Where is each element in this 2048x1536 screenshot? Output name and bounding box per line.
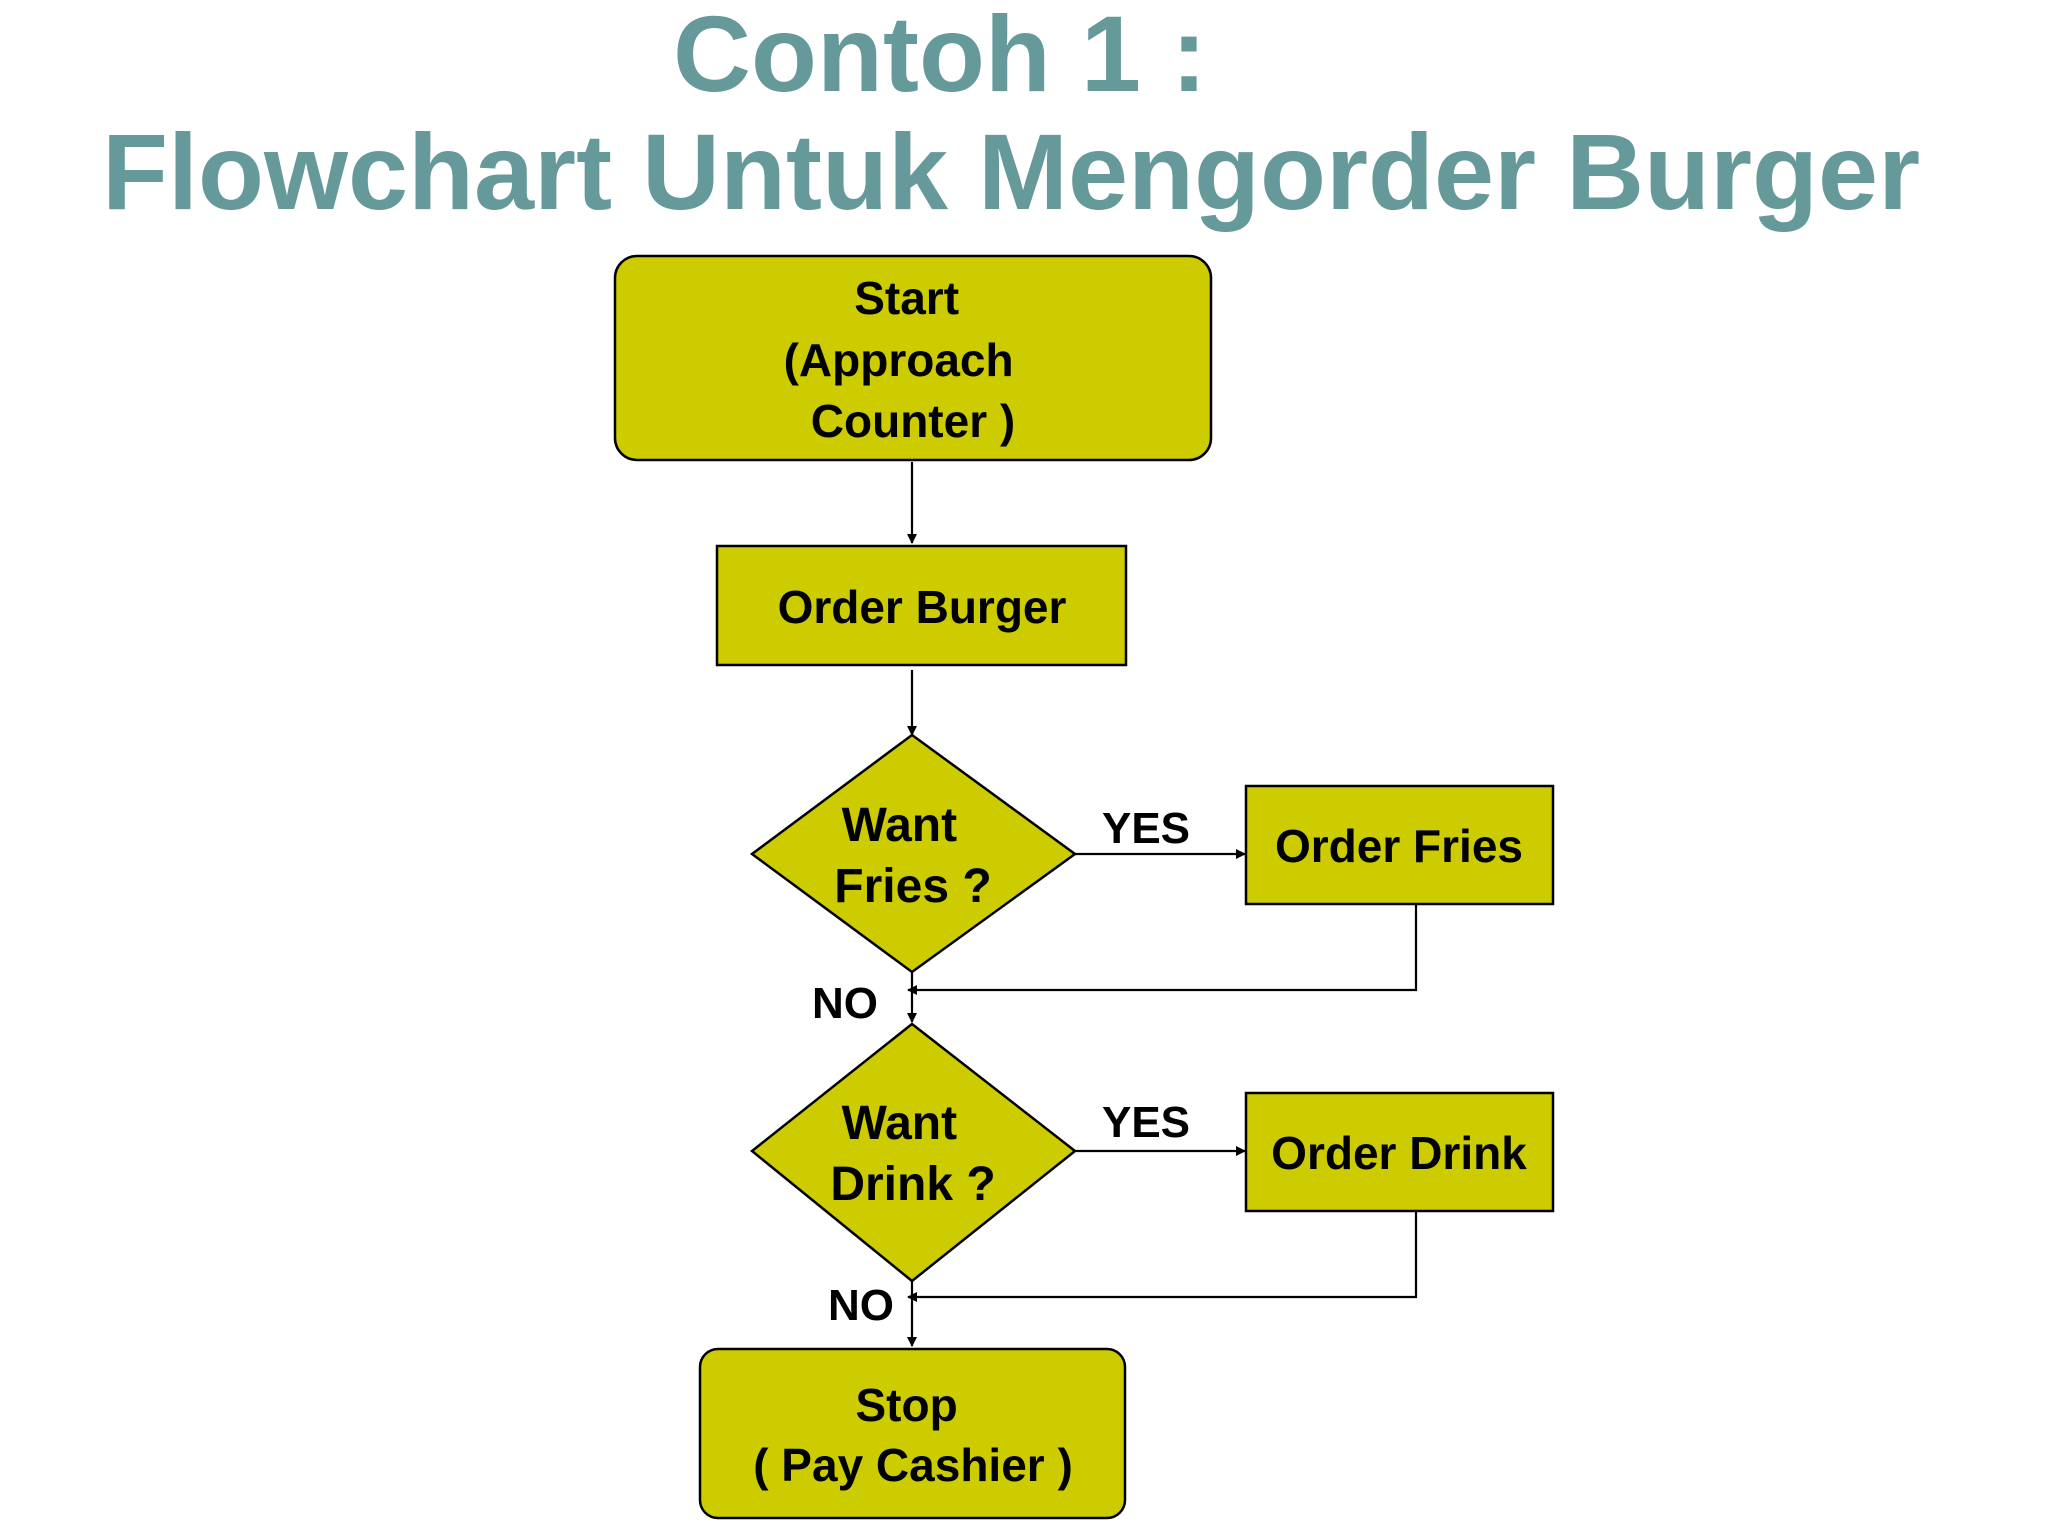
order-burger-process xyxy=(715,544,1128,667)
arrow-order-drink-return xyxy=(907,1211,1418,1302)
stop-line-1: Stop xyxy=(856,1379,958,1431)
node-order-burger: Order Burger xyxy=(715,544,1128,667)
title-line-1: Contoh 1 : xyxy=(673,0,1207,114)
label-drink-yes: YES xyxy=(1102,1098,1190,1147)
want-fries-line-1: Want xyxy=(842,799,958,852)
want-drink-decision xyxy=(750,1022,1078,1283)
label-fries-no: NO xyxy=(812,979,878,1028)
start-terminator xyxy=(613,254,1213,462)
want-fries-line-2: Fries ? xyxy=(834,860,991,913)
start-line-1: Start xyxy=(854,272,959,324)
label-fries-yes: YES xyxy=(1102,804,1190,853)
order-fries-process xyxy=(1244,784,1555,906)
arrow-order-fries-return xyxy=(907,903,1418,995)
want-fries-text: Want Fries ? xyxy=(834,799,991,913)
want-drink-line-2: Drink ? xyxy=(830,1158,995,1211)
start-text: Start (Approach Counter ) xyxy=(784,272,1027,447)
start-line-3: Counter ) xyxy=(811,395,1015,447)
order-drink-process xyxy=(1244,1091,1555,1213)
want-drink-line-1: Want xyxy=(842,1097,958,1150)
node-want-fries: Want Fries ? xyxy=(749,733,1078,974)
title-line-2: Flowchart Untuk Mengorder Burger xyxy=(102,111,1921,232)
stop-terminator xyxy=(698,1347,1127,1520)
node-want-drink: Want Drink ? xyxy=(750,1022,1078,1283)
want-fries-decision xyxy=(749,733,1078,974)
want-drink-text: Want Drink ? xyxy=(830,1097,995,1211)
label-drink-no: NO xyxy=(828,1281,894,1330)
stop-text: Stop ( Pay Cashier ) xyxy=(753,1379,1073,1491)
node-order-fries: Order Fries xyxy=(1244,784,1555,906)
order-fries-text: Order Fries xyxy=(1275,820,1523,872)
connectors xyxy=(907,462,1418,1347)
node-stop: Stop ( Pay Cashier ) xyxy=(698,1347,1127,1520)
stop-line-2: ( Pay Cashier ) xyxy=(753,1439,1073,1491)
node-order-drink: Order Drink xyxy=(1244,1091,1555,1213)
title-block: Contoh 1 : Flowchart Untuk Mengorder Bur… xyxy=(0,0,2048,240)
order-drink-text: Order Drink xyxy=(1271,1127,1527,1179)
order-burger-text: Order Burger xyxy=(778,581,1067,633)
node-start: Start (Approach Counter ) xyxy=(613,254,1213,462)
start-line-2: (Approach xyxy=(784,334,1014,386)
edge-labels: YES NO YES NO xyxy=(812,804,1190,1330)
